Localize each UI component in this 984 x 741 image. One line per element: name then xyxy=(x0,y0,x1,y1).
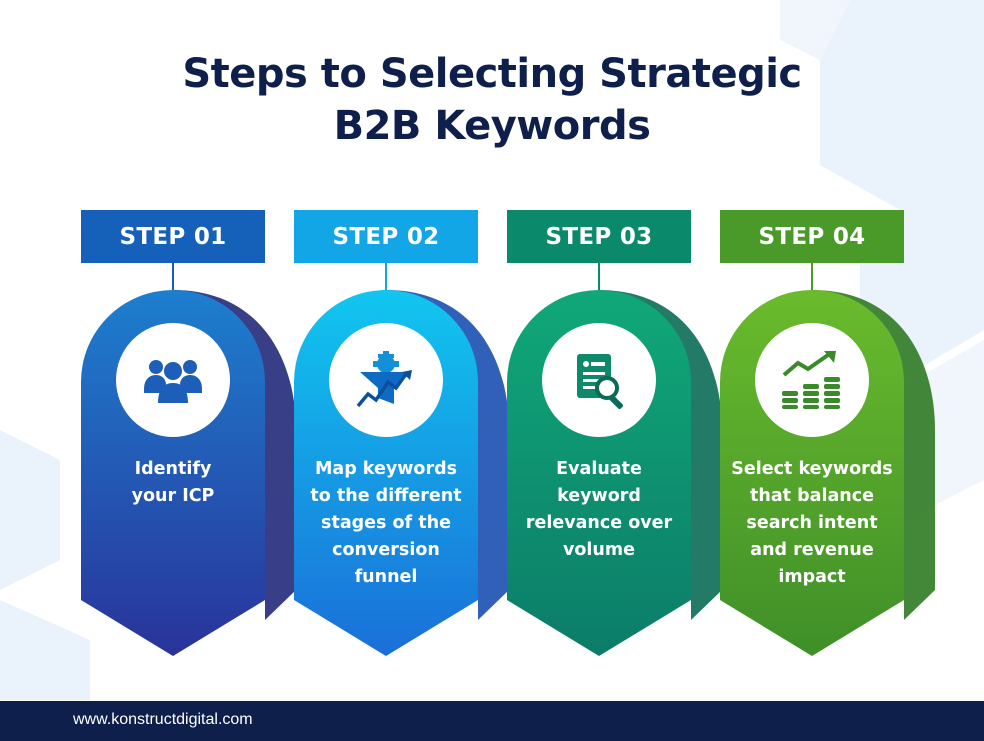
funnel-gear-icon xyxy=(356,351,412,408)
step-text-3: Evaluate keyword relevance over volume xyxy=(525,459,673,560)
title-line-2: B2B Keywords xyxy=(333,103,651,149)
card-shadow xyxy=(812,290,935,620)
step-label-4: STEP 04 xyxy=(720,210,904,263)
connector-line xyxy=(385,263,387,293)
icon-circle xyxy=(755,323,869,437)
step-card-3: STEP 03 Evaluate keyword relevance xyxy=(507,0,722,700)
footer-url: www.konstructdigital.com xyxy=(73,711,253,728)
connector-line xyxy=(172,263,174,293)
step-text-1: Identify your ICP xyxy=(131,459,215,506)
card-shadow xyxy=(173,290,296,620)
step-label-3: STEP 03 xyxy=(507,210,691,263)
coins-growth-icon xyxy=(782,351,840,409)
card-shadow xyxy=(386,290,509,620)
step-card-2: STEP 02 Map keywords to the differe xyxy=(294,0,509,700)
step-label-2: STEP 02 xyxy=(294,210,478,263)
step-card-1: STEP 01 Identify your ICP xyxy=(81,0,296,700)
document-search-icon xyxy=(577,354,623,409)
step-label-1: STEP 01 xyxy=(81,210,265,263)
footer-bar: www.konstructdigital.com xyxy=(0,701,984,741)
card-shadow xyxy=(599,290,722,620)
page-title: Steps to Selecting Strategic B2B Keyword… xyxy=(0,48,984,152)
step-text-4: Select keywords that balance search inte… xyxy=(731,459,893,587)
connector-line xyxy=(811,263,813,293)
title-line-1: Steps to Selecting Strategic xyxy=(182,51,802,97)
connector-line xyxy=(598,263,600,293)
step-card-4: STEP 04 xyxy=(720,0,935,700)
icon-circle xyxy=(542,323,656,437)
step-text-2: Map keywords to the different stages of … xyxy=(310,459,462,587)
people-group-icon xyxy=(144,360,202,403)
icon-circle xyxy=(116,323,230,437)
icon-circle xyxy=(329,323,443,437)
